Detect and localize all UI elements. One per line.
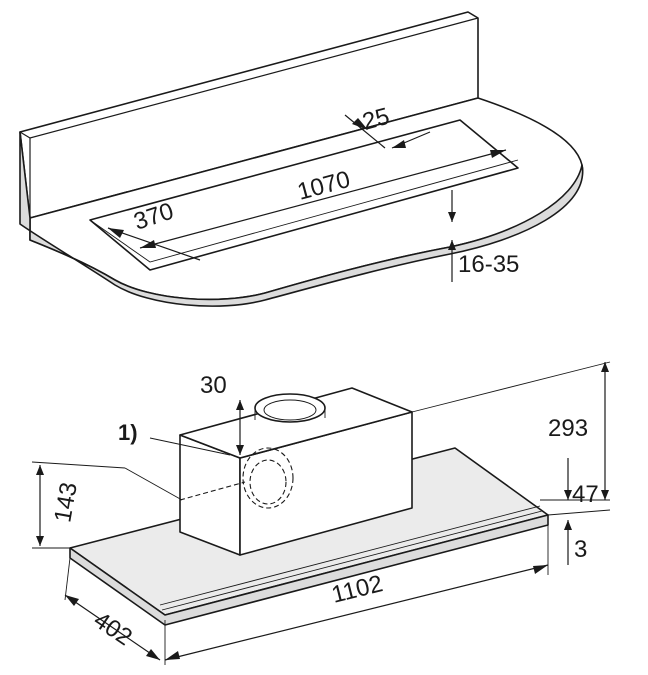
hood-height-lower-label: 47: [572, 481, 599, 508]
hood-height-front-label: 143: [49, 480, 83, 524]
hood-group: [31, 361, 611, 665]
hood-lip-label: 3: [574, 536, 587, 563]
hood-footnote-label: 1): [118, 420, 138, 445]
hood-collar-label: 30: [200, 372, 227, 399]
worktop-edge: [19, 131, 584, 307]
worktop-cutout-depth: [89, 159, 519, 263]
worktop-thickness-label: 16-35: [458, 251, 519, 278]
hood-height-total-label: 293: [548, 415, 588, 442]
hood-top-collar: [254, 393, 326, 423]
hood-side-collar: [242, 447, 294, 509]
hood-depth-label: 402: [89, 607, 137, 652]
worktop-group: [19, 11, 584, 307]
